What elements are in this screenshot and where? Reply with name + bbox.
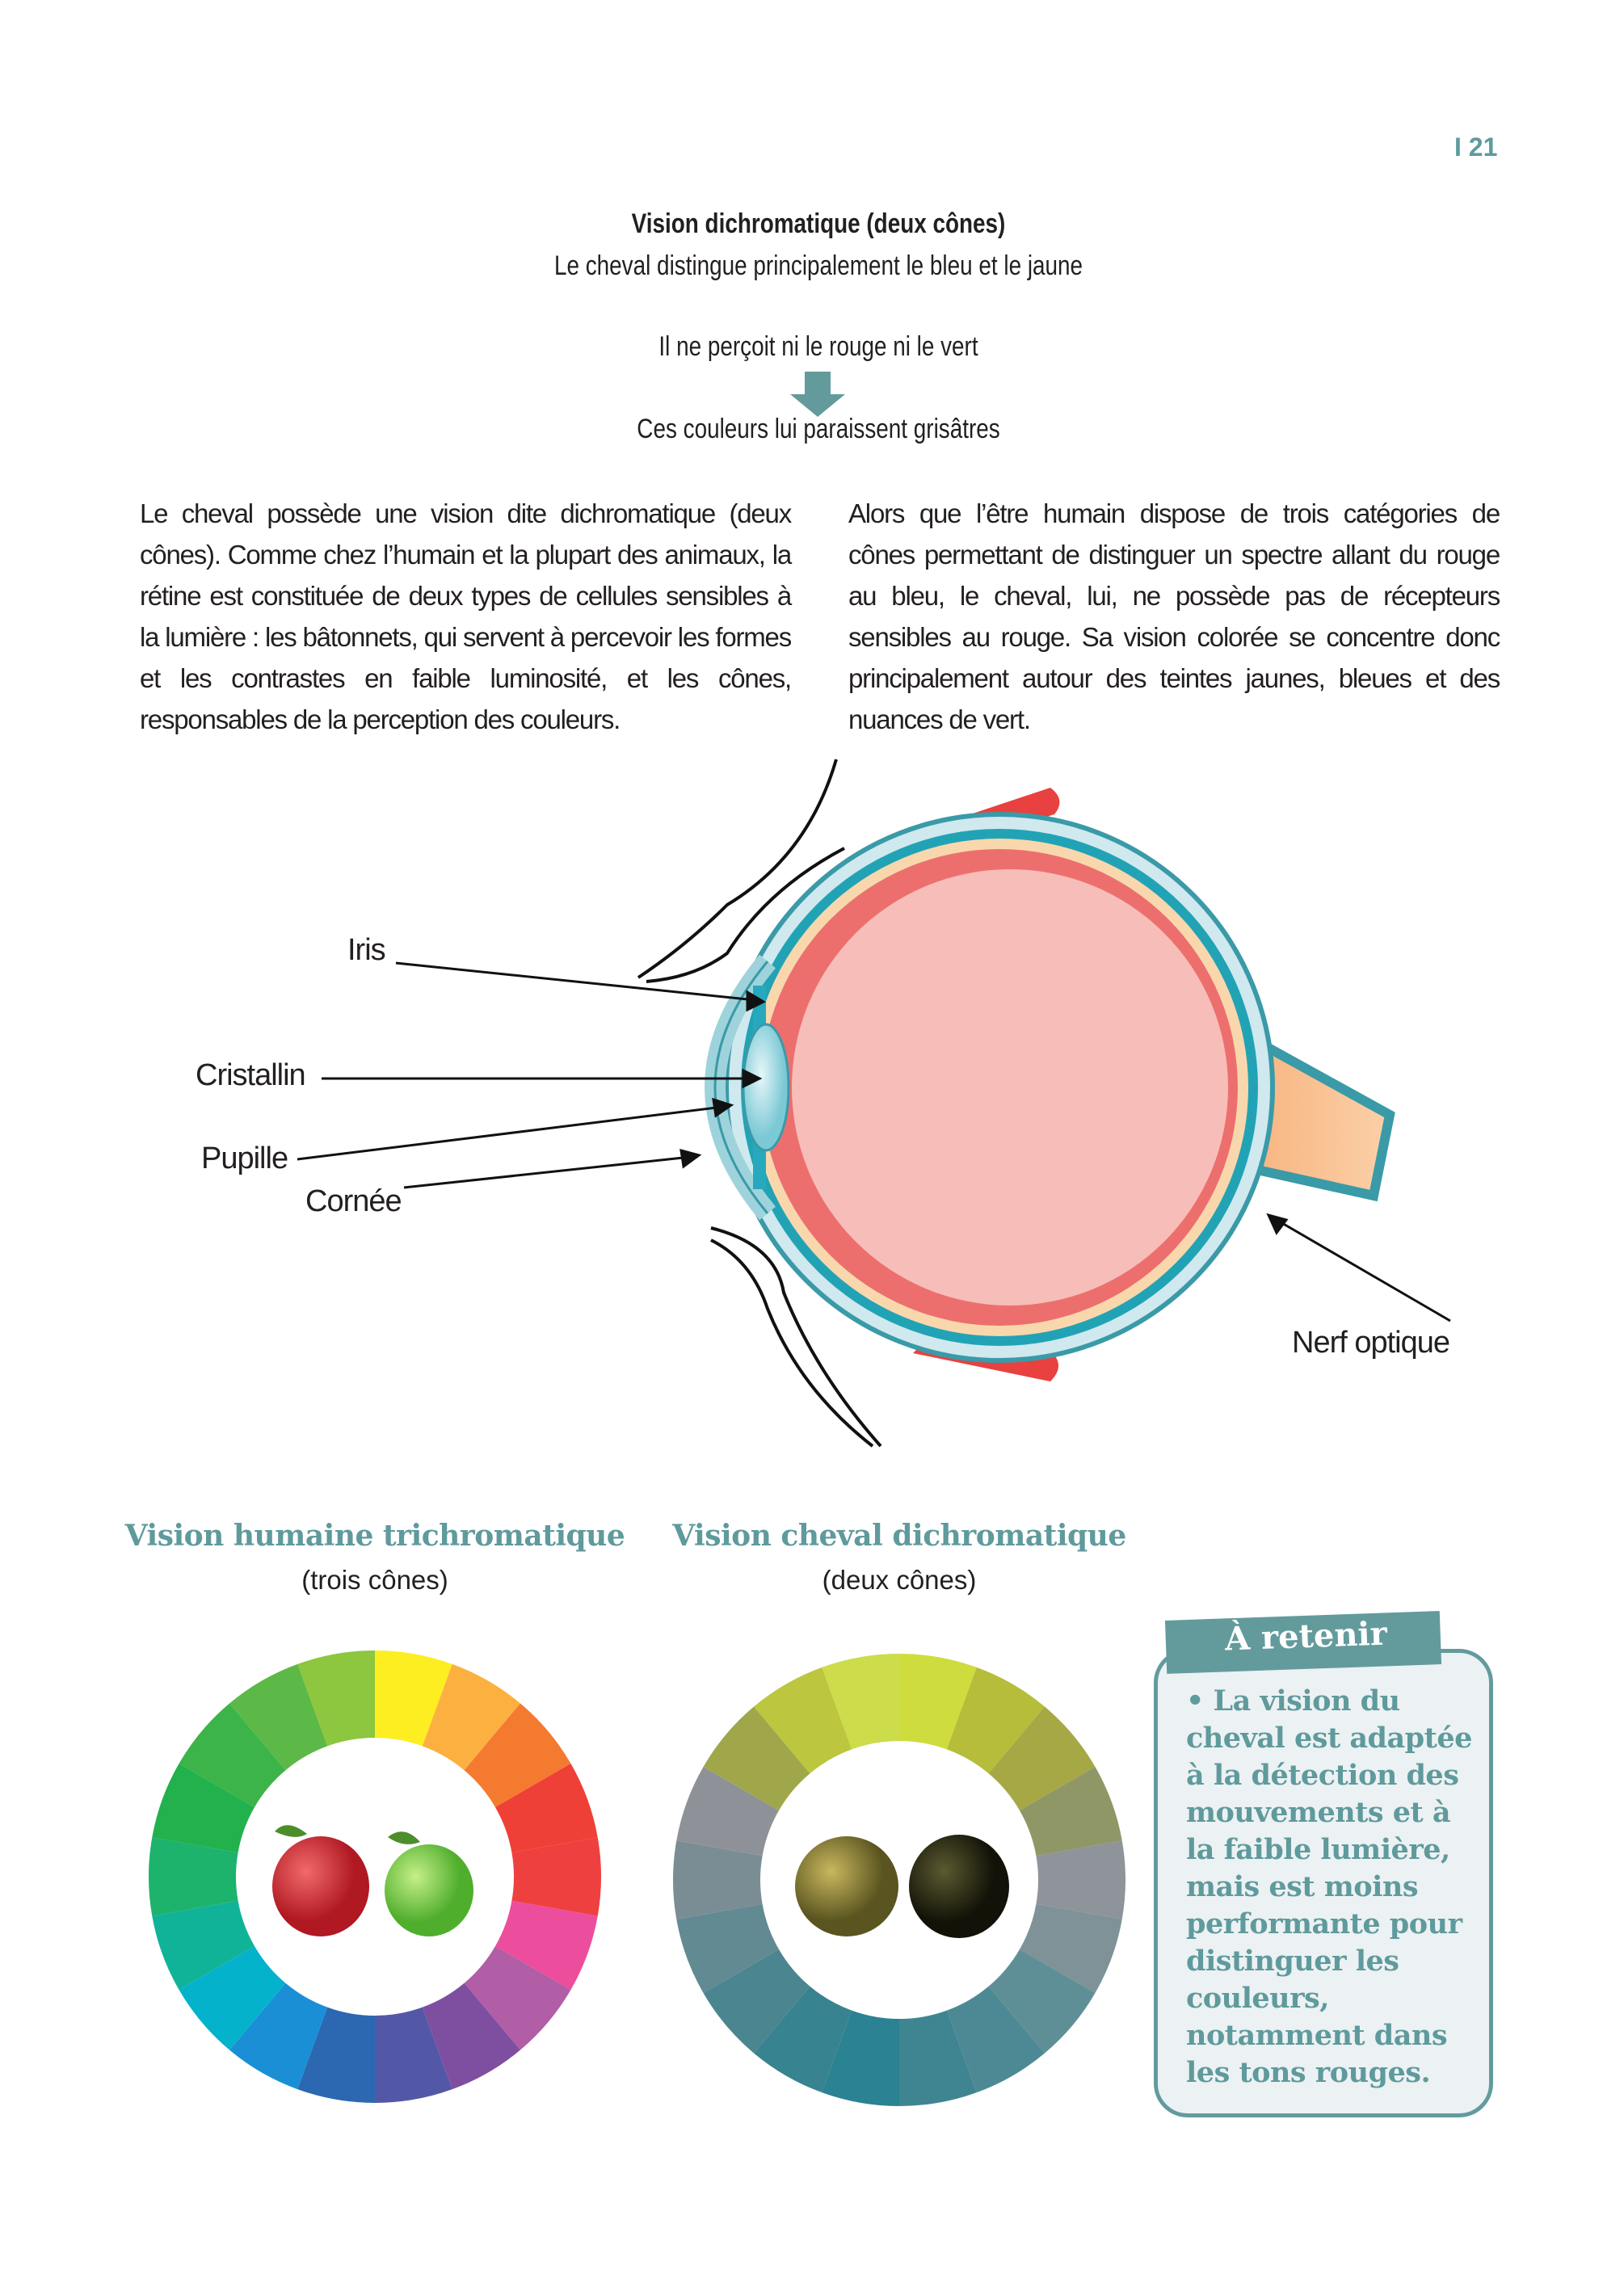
label-pupille: Pupille xyxy=(201,1142,288,1175)
wheel-segment xyxy=(1036,1840,1125,1919)
body-left-column: Le cheval possède une vision dite dichro… xyxy=(140,498,792,734)
wheel-segment xyxy=(899,1654,977,1750)
vitreous-body xyxy=(792,869,1228,1306)
label-cornee: Cornée xyxy=(305,1184,402,1218)
label-iris: Iris xyxy=(347,933,386,967)
down-arrow-icon xyxy=(790,372,845,417)
wheel-segment xyxy=(148,1837,238,1916)
green-apple xyxy=(385,1844,473,1936)
wheel-segment xyxy=(297,1650,375,1747)
eye-diagram xyxy=(297,759,1451,1448)
wheel-segment xyxy=(422,1983,520,2090)
human-wheel-title: Vision humaine trichromatique xyxy=(124,1519,625,1553)
wheel-segment xyxy=(152,1764,255,1853)
eyelids xyxy=(637,759,882,1448)
wheel-segment xyxy=(1019,1767,1122,1856)
wheel-segment xyxy=(152,1900,255,1990)
leaf-icon xyxy=(275,1825,307,1837)
flow-line-1-text: Il ne perçoit ni le rouge ni le vert xyxy=(658,331,978,362)
horse-wheel-subtitle: (deux cônes) xyxy=(822,1565,977,1595)
flow-line-1: Il ne perçoit ni le rouge ni le vert xyxy=(624,331,1013,363)
lens xyxy=(742,1023,790,1152)
wheel-segment xyxy=(464,1946,571,2050)
flow-line-2-text: Ces couleurs lui paraissent grisâtres xyxy=(637,414,1000,444)
section-title: Vision dichromatique (deux cônes) xyxy=(591,208,1046,240)
wheel-segment xyxy=(988,1949,1096,2054)
wheel-segment xyxy=(229,1983,328,2090)
wheel-segment xyxy=(1019,1903,1122,1993)
human-apples xyxy=(272,1825,473,1936)
wheel-segment xyxy=(754,1667,852,1774)
human-wheel-subtitle: (trois cônes) xyxy=(301,1565,448,1595)
retenir-title: À retenir xyxy=(1224,1614,1388,1659)
retenir-text: • La vision du cheval est adaptée à la d… xyxy=(1186,1684,1472,2089)
wheel-segment xyxy=(422,1663,520,1771)
wheel-segment xyxy=(179,1703,286,1807)
color-wheels xyxy=(148,1650,1125,2106)
wheel-segment xyxy=(511,1837,602,1916)
wheel-segment xyxy=(676,1767,780,1856)
wheel-segment xyxy=(676,1903,780,1993)
wheel-segment xyxy=(946,1667,1045,1774)
wheel-segment xyxy=(494,1900,598,1990)
label-nerf-optique: Nerf optique xyxy=(1292,1326,1450,1360)
wheel-segment xyxy=(297,2007,375,2103)
wheel-segment xyxy=(375,1650,452,1747)
wheel-segment xyxy=(754,1986,852,2093)
section-title-text: Vision dichromatique (deux cônes) xyxy=(631,208,1006,239)
wheel-segment xyxy=(703,1706,810,1810)
wheel-segment xyxy=(464,1703,571,1807)
section-subtitle: Le cheval distingue principalement le bl… xyxy=(496,250,1141,282)
label-pointers xyxy=(297,961,1451,1322)
wheel-segment xyxy=(229,1663,328,1771)
wheel-segment xyxy=(179,1946,286,2050)
wheel-segment xyxy=(673,1840,763,1919)
wheel-segment xyxy=(822,2010,899,2106)
wheel-segment xyxy=(946,1986,1045,2093)
flow-line-2: Ces couleurs lui paraissent grisâtres xyxy=(597,414,1040,445)
section-subtitle-text: Le cheval distingue principalement le bl… xyxy=(553,250,1083,281)
leaf-icon xyxy=(388,1831,420,1844)
human-color-wheel xyxy=(148,1650,602,2103)
grey-yellow-apple xyxy=(795,1836,898,1936)
horse-color-wheel xyxy=(673,1654,1125,2106)
red-apple xyxy=(272,1836,369,1936)
label-cristallin: Cristallin xyxy=(196,1058,306,1092)
retenir-box xyxy=(1154,1649,1493,2117)
page-number: I 21 xyxy=(1454,132,1498,162)
wheel-segment xyxy=(822,1654,899,1750)
wheel-segment xyxy=(375,2007,452,2103)
wheel-segment xyxy=(899,2010,977,2106)
wheel-segment xyxy=(703,1949,810,2054)
horse-apples xyxy=(795,1835,1009,1938)
wheel-segment xyxy=(494,1764,598,1853)
wheel-segment xyxy=(988,1706,1096,1810)
dark-apple xyxy=(909,1835,1009,1938)
body-right-column: Alors que l’être humain dispose de trois… xyxy=(848,498,1500,734)
horse-wheel-title: Vision cheval dichromatique xyxy=(672,1519,1126,1553)
